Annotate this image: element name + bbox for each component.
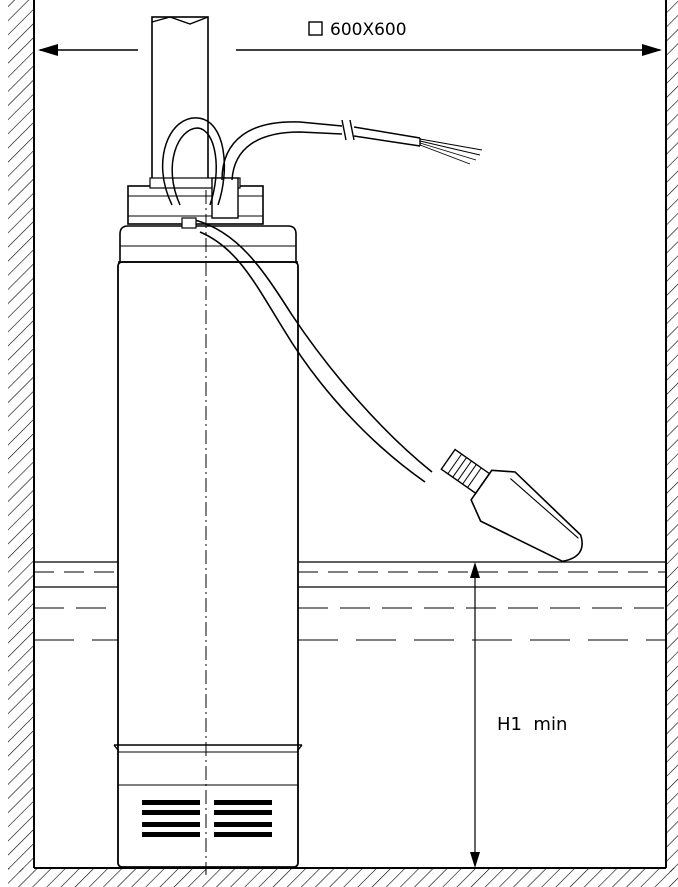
dimension-arrow-left — [38, 44, 58, 56]
cable-gland — [211, 177, 239, 219]
width-dimension: 600X600 — [38, 20, 662, 56]
h1-arrow-top — [470, 562, 480, 578]
h1-min-dimension: H1 min — [470, 562, 567, 868]
h1-min-label: H1 min — [497, 714, 567, 735]
right-wall — [666, 0, 678, 872]
discharge-pipe — [151, 16, 209, 188]
float-switch — [440, 448, 583, 563]
square-section-symbol — [308, 21, 323, 36]
water-levels — [34, 561, 666, 641]
pump-head — [119, 177, 297, 262]
left-wall — [8, 0, 34, 872]
power-cable — [221, 119, 483, 181]
sump-floor — [8, 868, 678, 887]
intake-screen — [142, 800, 272, 837]
float-switch-cable — [161, 117, 433, 483]
sump-walls — [8, 0, 678, 887]
h1-arrow-bottom — [470, 852, 480, 868]
width-dimension-label: 600X600 — [330, 20, 407, 40]
pump-body — [113, 261, 303, 868]
dimension-arrow-right — [642, 44, 662, 56]
